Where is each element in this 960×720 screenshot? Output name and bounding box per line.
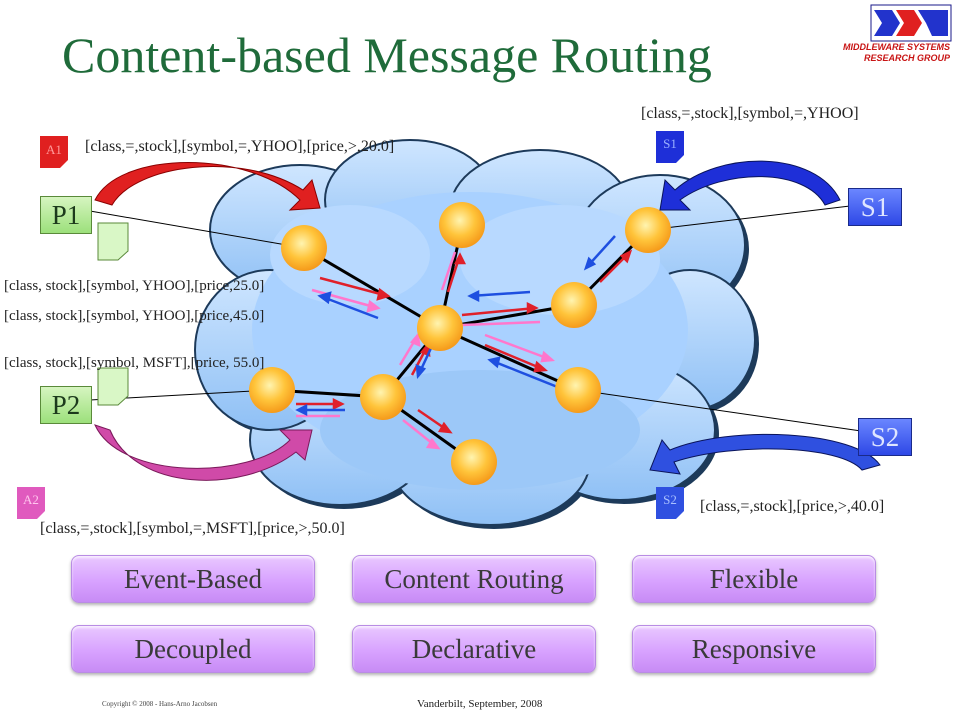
publication-2-label: [class, stock],[symbol, YHOO],[price,45.… [4,308,265,324]
advertise-arrow-a2 [94,424,313,481]
subscriber-s1: S1 [848,188,902,226]
broker [360,374,406,420]
broker [417,305,463,351]
msrg-logo [870,4,952,42]
subscribe-arrow-s1 [659,160,841,211]
broker [249,367,295,413]
broker [625,207,671,253]
publication-1-label: [class, stock],[symbol, YHOO],[price,25.… [4,278,265,294]
feature-responsive: Responsive [632,625,876,673]
page-title: Content-based Message Routing [62,27,712,83]
feature-decoupled: Decoupled [71,625,315,673]
advertisement-a1-label: [class,=,stock],[symbol,=,YHOO],[price,>… [85,138,395,155]
broker [439,202,485,248]
subscribe-arrow-s2 [649,433,881,475]
advertisement-a2-label: [class,=,stock],[symbol,=,MSFT],[price,>… [40,520,345,537]
tag-a1: A1 [46,142,62,157]
copyright-footer: Copyright © 2008 - Hans-Arno Jacobsen [102,700,218,708]
feature-event-based: Event-Based [71,555,315,603]
logo-text: MIDDLEWARE SYSTEMS RESEARCH GROUP [842,42,950,63]
tag-s1: S1 [663,136,677,151]
tag-a2: A2 [23,492,39,507]
broker [555,367,601,413]
subscriber-s2: S2 [858,418,912,456]
publication-3-label: [class, stock],[symbol, MSFT],[price, 55… [4,355,265,371]
doc-tags [17,131,684,519]
publisher-p1: P1 [40,196,92,234]
broker [551,282,597,328]
venue-footer: Vanderbilt, September, 2008 [417,698,543,710]
brokers [249,202,671,485]
advertise-arrow-a1 [94,162,321,211]
broker [281,225,327,271]
subscription-s1-label: [class,=,stock],[symbol,=,YHOO] [641,105,859,122]
feature-content-routing: Content Routing [352,555,596,603]
message-arrows [295,235,633,450]
broker [451,439,497,485]
publisher-p2: P2 [40,386,92,424]
tag-s2: S2 [663,492,677,507]
feature-declarative: Declarative [352,625,596,673]
feature-flexible: Flexible [632,555,876,603]
subscription-s2-label: [class,=,stock],[price,>,40.0] [700,498,885,515]
